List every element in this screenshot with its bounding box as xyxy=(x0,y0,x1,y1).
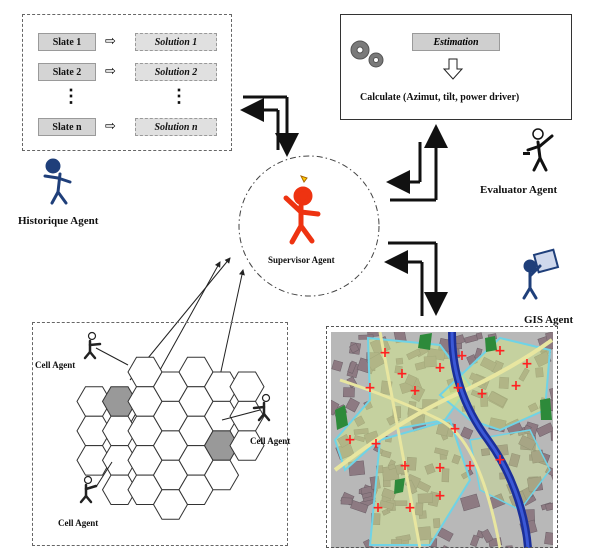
site-marker-icon: + xyxy=(396,366,408,382)
site-marker-icon: + xyxy=(344,432,356,448)
slate-ellipsis: ⋮ xyxy=(62,86,80,106)
cell-hex xyxy=(229,430,265,461)
site-marker-icon: + xyxy=(370,436,382,452)
arrow-icon: ⇨ xyxy=(105,34,116,49)
cell-hex xyxy=(203,459,240,491)
map-block xyxy=(460,426,474,440)
gis-map: +++++++++++++++++++++ xyxy=(331,332,553,548)
cell-hex xyxy=(76,445,112,476)
evaluator-box xyxy=(340,14,572,120)
supervisor-agent-figure xyxy=(283,175,321,245)
map-block xyxy=(469,534,480,547)
map-block xyxy=(480,448,491,457)
cell-agent-figure-1 xyxy=(83,331,102,360)
map-block xyxy=(545,500,553,511)
map-block xyxy=(480,528,494,544)
historique-agent-figure xyxy=(43,158,72,205)
gear-icon xyxy=(350,40,384,68)
supervisor-circle xyxy=(238,155,380,297)
cell-agent-pointers xyxy=(95,347,261,488)
map-block xyxy=(535,422,553,438)
map-block xyxy=(331,359,344,372)
site-marker-icon: + xyxy=(372,500,384,516)
site-marker-icon: + xyxy=(494,452,506,468)
evaluator-agent-label: Evaluator Agent xyxy=(480,184,558,196)
historique-supervisor-arrows xyxy=(240,95,299,157)
map-block xyxy=(460,493,481,512)
cell-hex-grid xyxy=(76,356,265,520)
cell-agent-label-3: Cell Agent xyxy=(58,518,99,528)
arrow-icon: ⇨ xyxy=(105,119,116,134)
site-marker-icon: + xyxy=(399,458,411,474)
supervisor-agent-label: Supervisor Agent xyxy=(268,255,335,265)
map-block xyxy=(550,429,553,441)
site-marker-icon: + xyxy=(434,460,446,476)
site-marker-icon: + xyxy=(449,421,461,437)
map-block xyxy=(437,527,454,542)
gis-agent-label: GIS Agent xyxy=(524,314,574,326)
site-marker-icon: + xyxy=(521,356,533,372)
historique-agent-label: Historique Agent xyxy=(18,215,99,227)
arrow-icon: ⇨ xyxy=(105,64,116,79)
site-marker-icon: + xyxy=(404,500,416,516)
map-block xyxy=(550,471,553,485)
estimation-box: Estimation xyxy=(412,33,500,51)
site-marker-icon: + xyxy=(494,343,506,359)
solution-1: Solution 1 xyxy=(135,33,217,51)
cell-agent-label-2: Cell Agent xyxy=(250,436,291,446)
solution-n: Solution n xyxy=(135,118,217,136)
map-block xyxy=(474,347,483,360)
site-marker-icon: + xyxy=(364,380,376,396)
site-marker-icon: + xyxy=(476,386,488,402)
map-block xyxy=(518,434,537,451)
map-block xyxy=(544,466,553,477)
map-block xyxy=(464,334,478,344)
estimation-label: Estimation xyxy=(433,36,479,48)
map-block xyxy=(347,360,358,374)
cell-hex xyxy=(101,474,138,505)
map-block xyxy=(345,397,360,413)
map-block xyxy=(549,387,553,402)
slate-2: Slate 2 xyxy=(38,63,96,81)
gis-supervisor-arrows xyxy=(384,241,448,316)
slate-n: Slate n xyxy=(38,118,96,136)
cell-agent-figure-2 xyxy=(252,393,271,422)
solution-2: Solution 2 xyxy=(135,63,217,81)
cell-area-box xyxy=(32,322,288,546)
cell-agent-label-1: Cell Agent xyxy=(35,360,76,370)
site-marker-icon: + xyxy=(434,360,446,376)
site-marker-icon: + xyxy=(510,378,522,394)
map-block xyxy=(544,531,553,546)
evaluator-agent-figure xyxy=(523,128,554,172)
site-marker-icon: + xyxy=(452,380,464,396)
map-block xyxy=(349,343,360,354)
solution-ellipsis: ⋮ xyxy=(170,86,188,106)
map-block xyxy=(526,476,544,493)
evaluator-supervisor-arrows xyxy=(386,124,448,202)
map-block xyxy=(508,452,521,468)
map-block xyxy=(343,387,355,398)
gis-agent-figure xyxy=(522,248,560,300)
map-block xyxy=(340,497,353,505)
site-marker-icon: + xyxy=(409,383,421,399)
calculate-label: Calculate (Azimut, tilt, power driver) xyxy=(360,92,520,103)
down-arrow-icon xyxy=(442,58,464,80)
site-marker-icon: + xyxy=(379,345,391,361)
gis-map-frame xyxy=(326,326,558,548)
cell-agent-figure-3 xyxy=(79,475,98,504)
site-marker-icon: + xyxy=(464,458,476,474)
slate-1: Slate 1 xyxy=(38,33,96,51)
historique-box xyxy=(22,14,232,151)
site-marker-icon: + xyxy=(456,348,468,364)
site-marker-icon: + xyxy=(434,488,446,504)
map-block xyxy=(361,491,373,499)
